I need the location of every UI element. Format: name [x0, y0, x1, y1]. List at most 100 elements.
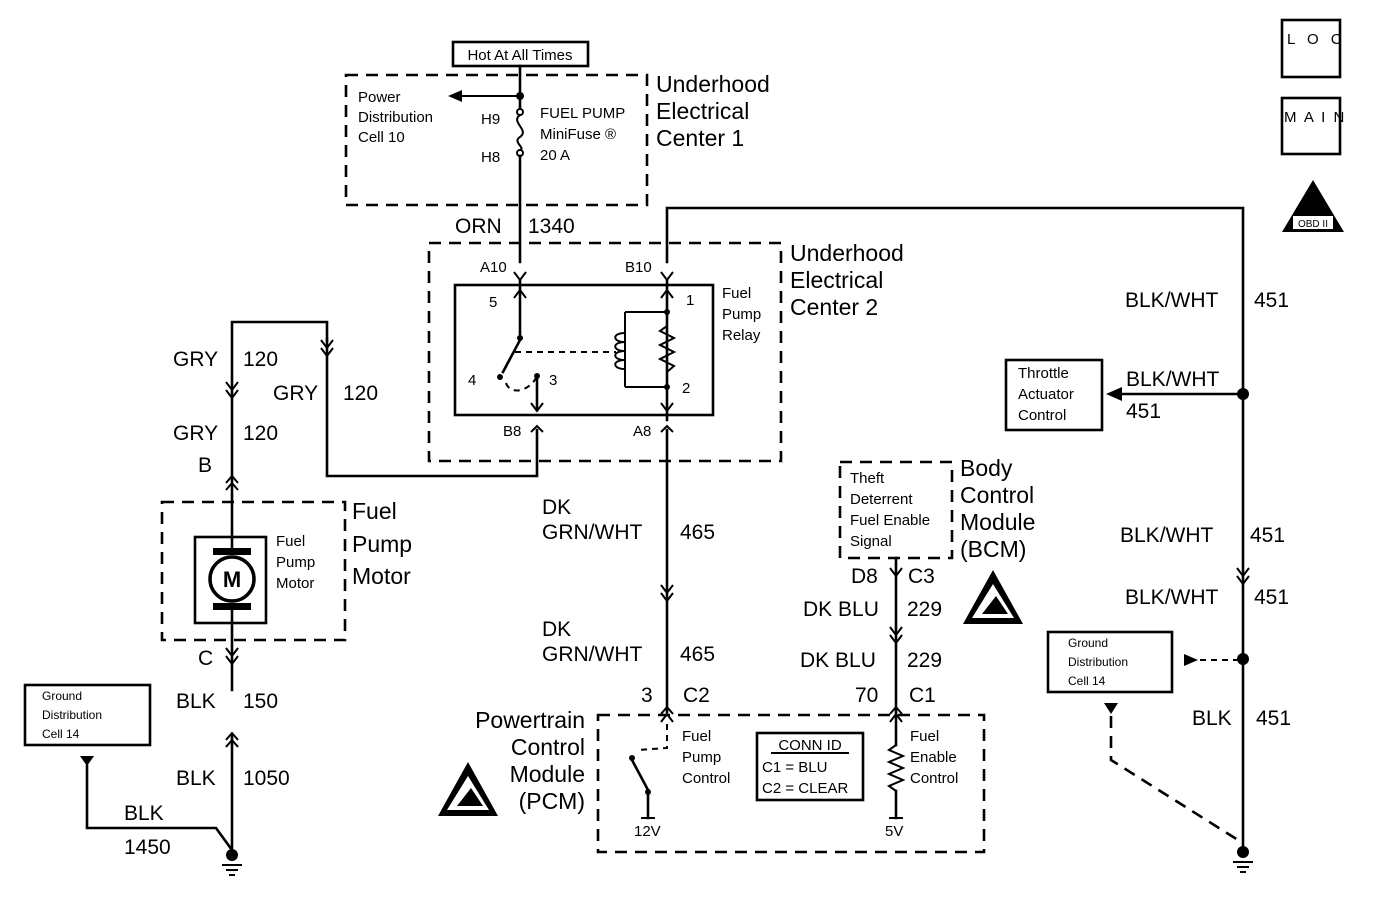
wire-circuit-1450: 1450	[124, 836, 171, 859]
uec1-title: Underhood Electrical Center 1	[656, 71, 770, 151]
loc-icon[interactable]: L O C	[1280, 18, 1346, 79]
fuel-pump-motor-box	[160, 500, 347, 642]
wire-label-bw-c: BLK/WHT	[1120, 524, 1214, 547]
fuse-icon	[516, 114, 524, 151]
motor-symbol: M	[223, 567, 241, 592]
relay-coil-frame	[624, 311, 667, 388]
svg-text:Power: Power	[358, 89, 401, 106]
svg-text:Fuel: Fuel	[352, 498, 397, 524]
voltage-12v: 12V	[634, 823, 661, 840]
wire-label-gry-b: GRY	[273, 382, 318, 405]
wire-label-blk-150: BLK	[176, 690, 216, 713]
svg-text:Motor: Motor	[276, 575, 314, 592]
svg-text:Fuel: Fuel	[910, 728, 939, 745]
uec2-box	[427, 241, 783, 463]
conn-id-box	[755, 731, 865, 802]
wire-label-blk-1050: BLK	[176, 767, 216, 790]
svg-text:Pump: Pump	[352, 531, 412, 557]
relay-terminal-2: 2	[682, 380, 690, 397]
svg-text:Pump: Pump	[682, 749, 721, 766]
bcm-title: Body Control Module (BCM)	[960, 455, 1035, 562]
wire-circuit-1050: 1050	[243, 767, 290, 790]
wire-circuit-465-b: 465	[680, 643, 715, 666]
wire-circuit-451-c: 451	[1250, 524, 1285, 547]
svg-text:Body: Body	[960, 455, 1013, 481]
wire-label-dkgrn-a: DK GRN/WHT	[542, 496, 642, 544]
svg-text:OBD II: OBD II	[1298, 219, 1328, 230]
uec1-box	[344, 73, 649, 207]
wire-circuit-229-b: 229	[907, 649, 942, 672]
relay-terminal-5: 5	[489, 294, 497, 311]
fuel-pump-control-label: Fuel Pump Control	[682, 728, 730, 787]
svg-text:Distribution: Distribution	[42, 708, 102, 722]
pin-c3: C3	[908, 565, 935, 588]
svg-text:Motor: Motor	[352, 563, 411, 589]
svg-text:FUEL PUMP: FUEL PUMP	[540, 105, 625, 122]
wire-circuit-451-b: 451	[1126, 400, 1161, 423]
svg-text:Fuel Enable: Fuel Enable	[850, 512, 930, 529]
wire-circuit-120-c: 120	[243, 422, 278, 445]
svg-text:L O C: L O C	[1287, 31, 1346, 48]
wire-circuit-465-a: 465	[680, 521, 715, 544]
wire-label-blk-1450: BLK	[124, 802, 164, 825]
pin-b: B	[198, 454, 212, 477]
svg-text:Cell 10: Cell 10	[358, 129, 405, 146]
svg-text:Fuel: Fuel	[276, 533, 305, 550]
svg-text:M A I N: M A I N	[1284, 109, 1346, 126]
svg-text:Control: Control	[960, 482, 1034, 508]
uec2-title: Underhood Electrical Center 2	[790, 240, 904, 320]
power-distribution-ref: Power Distribution Cell 10	[358, 89, 433, 146]
svg-text:GRN/WHT: GRN/WHT	[542, 521, 642, 544]
ground-distribution-right-label: Ground Distribution Cell 14	[1068, 636, 1128, 688]
ground-distribution-left-label: Ground Distribution Cell 14	[42, 689, 102, 741]
pcm-esd-icon	[438, 762, 498, 816]
arrow-left-icon	[448, 90, 462, 102]
pcm-driver-switch	[630, 758, 650, 792]
fuel-pump-minifuse-label: FUEL PUMP MiniFuse ® 20 A	[540, 105, 625, 164]
wire-label-dkblu-a: DK BLU	[803, 598, 879, 621]
svg-text:Electrical: Electrical	[790, 267, 883, 293]
svg-text:Enable: Enable	[910, 749, 957, 766]
svg-text:20 A: 20 A	[540, 147, 570, 164]
wire-circuit-451-a: 451	[1254, 289, 1289, 312]
wire-label-bw-b: BLK/WHT	[1126, 368, 1220, 391]
conn-id-title: CONN ID	[778, 737, 842, 754]
svg-text:Pump: Pump	[722, 306, 761, 323]
theft-deterrent-signal-label: Theft Deterrent Fuel Enable Signal	[850, 470, 930, 550]
svg-text:Pump: Pump	[276, 554, 315, 571]
wire-circuit-150: 150	[243, 690, 278, 713]
wire-circuit-451-d: 451	[1254, 586, 1289, 609]
svg-text:Control: Control	[1018, 407, 1066, 424]
svg-text:Ground: Ground	[1068, 636, 1108, 650]
wire-circuit-1340: 1340	[528, 215, 575, 238]
pin-h8: H8	[481, 149, 500, 166]
wire-label-blk-451: BLK	[1192, 707, 1232, 730]
main-icon[interactable]: M A I N	[1280, 96, 1346, 156]
ground-symbol-left-icon	[222, 849, 242, 876]
svg-text:MiniFuse ®: MiniFuse ®	[540, 126, 616, 143]
fuel-pump-relay-label: Fuel Pump Relay	[722, 285, 761, 344]
svg-text:Cell 14: Cell 14	[1068, 674, 1106, 688]
pin-c2: C2	[683, 684, 710, 707]
obd-ii-icon: OBD II	[1282, 180, 1344, 232]
throttle-actuator-box	[1004, 358, 1104, 432]
pcm-pullup-resistor-icon	[886, 744, 906, 792]
wire-label-bw-a: BLK/WHT	[1125, 289, 1219, 312]
svg-text:Module: Module	[960, 509, 1035, 535]
pin-c1: C1	[909, 684, 936, 707]
svg-text:Fuel: Fuel	[682, 728, 711, 745]
pin-c: C	[198, 647, 213, 670]
pin-3: 3	[641, 684, 653, 707]
wire-circuit-229-a: 229	[907, 598, 942, 621]
pin-h9: H9	[481, 111, 500, 128]
svg-text:Powertrain: Powertrain	[475, 707, 585, 733]
fuel-pump-motor-title: Fuel Pump Motor	[352, 498, 412, 589]
svg-text:Underhood: Underhood	[656, 71, 770, 97]
wire-label-dkblu-b: DK BLU	[800, 649, 876, 672]
svg-text:Throttle: Throttle	[1018, 365, 1069, 382]
svg-text:Cell 14: Cell 14	[42, 727, 80, 741]
svg-text:DK: DK	[542, 496, 571, 519]
svg-text:Electrical: Electrical	[656, 98, 749, 124]
wire-label-dkgrn-b: DK GRN/WHT	[542, 618, 642, 666]
hot-at-all-times-label: Hot At All Times	[451, 40, 590, 68]
